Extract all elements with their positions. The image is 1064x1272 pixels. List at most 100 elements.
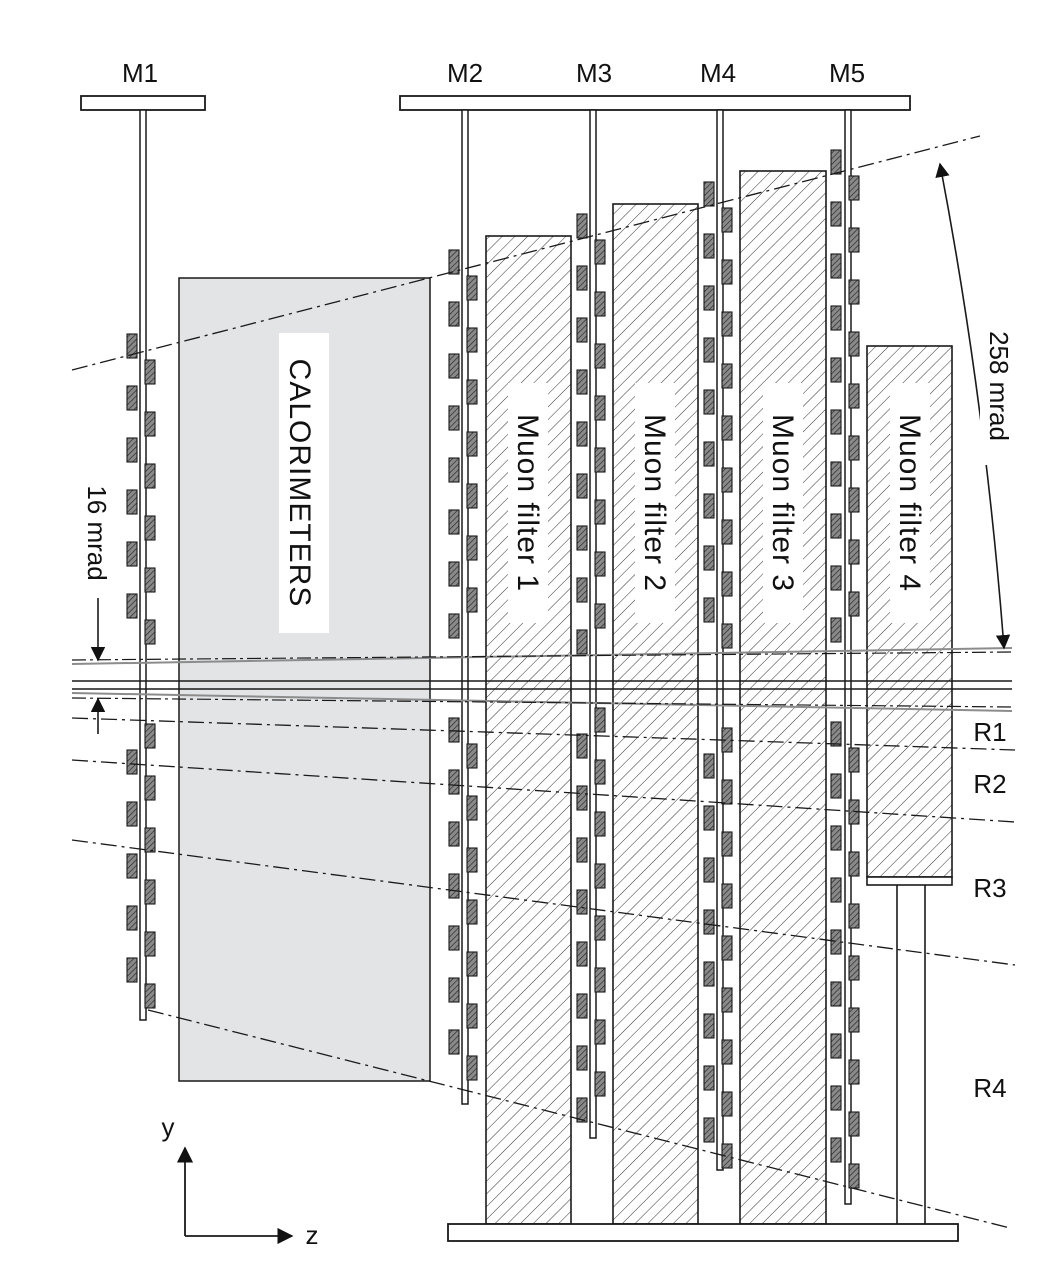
- m5-label: M5: [829, 58, 865, 88]
- m2-chamber: [448, 301, 460, 327]
- m4-chamber: [703, 233, 715, 259]
- m5-chamber: [848, 1007, 860, 1033]
- m3-chamber: [594, 343, 606, 369]
- m4-chamber: [721, 1091, 733, 1117]
- m1-support-bar: [80, 95, 206, 111]
- m5-chamber: [848, 1163, 860, 1189]
- region-r2-label: R2: [973, 769, 1006, 799]
- m5-chamber: [830, 253, 842, 279]
- r2-boundary: [71, 759, 1016, 823]
- chamber-columns: [126, 149, 860, 1189]
- m2-chamber: [448, 873, 460, 899]
- m4-chamber: [721, 311, 733, 337]
- m3-chamber: [594, 863, 606, 889]
- m5-chamber: [830, 409, 842, 435]
- m2-chamber: [466, 1003, 478, 1029]
- m2-chamber: [466, 431, 478, 457]
- m3-chamber: [576, 629, 588, 655]
- m2-chamber: [448, 613, 460, 639]
- m5-chamber: [848, 383, 860, 409]
- m1-chamber: [126, 541, 138, 567]
- m3-chamber: [594, 239, 606, 265]
- muon-filter-2: [612, 203, 699, 1225]
- m4-chamber: [703, 1065, 715, 1091]
- m1-chamber: [126, 385, 138, 411]
- m5-chamber: [848, 955, 860, 981]
- r1-boundary: [71, 717, 1016, 751]
- m5-chamber: [830, 877, 842, 903]
- m3-chamber: [576, 785, 588, 811]
- m4-chamber: [721, 467, 733, 493]
- m4-chamber: [703, 961, 715, 987]
- m2-chamber: [466, 483, 478, 509]
- m5-chamber: [830, 773, 842, 799]
- m4-chamber: [721, 935, 733, 961]
- m3-chamber: [576, 1045, 588, 1071]
- m4-chamber: [721, 1039, 733, 1065]
- m3-chamber: [576, 993, 588, 1019]
- m1-chamber: [144, 411, 156, 437]
- m3-chamber: [576, 317, 588, 343]
- m4-chamber: [703, 597, 715, 623]
- m3-chamber: [594, 291, 606, 317]
- filter-1-label-box: [508, 383, 548, 623]
- m2-chamber: [448, 977, 460, 1003]
- m3-chamber: [594, 499, 606, 525]
- m5-chamber: [830, 1033, 842, 1059]
- m4-label: M4: [700, 58, 736, 88]
- m4-chamber: [703, 493, 715, 519]
- m1-chamber: [144, 775, 156, 801]
- m3-chamber: [576, 473, 588, 499]
- m4-chamber: [703, 545, 715, 571]
- m5-chamber: [848, 747, 860, 773]
- m4-chamber: [703, 441, 715, 467]
- m1-chamber: [144, 619, 156, 645]
- m2-chamber: [466, 535, 478, 561]
- m3-label: M3: [576, 58, 612, 88]
- m2-chamber: [466, 795, 478, 821]
- m3-chamber: [576, 889, 588, 915]
- m4-chamber: [721, 987, 733, 1013]
- m1-rod: [139, 109, 147, 1021]
- m3-chamber: [594, 915, 606, 941]
- filter-4-label-box: [890, 383, 930, 623]
- region-r4-label: R4: [973, 1073, 1006, 1103]
- m1-chamber: [126, 437, 138, 463]
- r4-boundary: [147, 1009, 1011, 1229]
- m2-chamber: [448, 821, 460, 847]
- m4-chamber: [721, 259, 733, 285]
- m1-chamber: [144, 983, 156, 1009]
- m3-chamber: [576, 1097, 588, 1123]
- z-axis-label: z: [306, 1220, 319, 1250]
- muon-filter-3: [739, 170, 827, 1225]
- m5-chamber: [830, 929, 842, 955]
- m2-chamber: [466, 587, 478, 613]
- station-rods: [139, 109, 852, 1205]
- m3-chamber: [594, 551, 606, 577]
- y-axis-label: y: [162, 1112, 175, 1142]
- outer-angle-label-box: [980, 305, 1028, 465]
- m1-chamber: [144, 931, 156, 957]
- m5-chamber: [848, 435, 860, 461]
- m2-chamber: [448, 405, 460, 431]
- m2-chamber: [448, 509, 460, 535]
- m3-chamber: [576, 837, 588, 863]
- m4-chamber: [721, 207, 733, 233]
- m3-chamber: [576, 941, 588, 967]
- m2-chamber: [448, 457, 460, 483]
- m5-chamber: [830, 617, 842, 643]
- bottom-support-bar: [447, 1223, 959, 1242]
- region-r1-label: R1: [973, 717, 1006, 747]
- filter-2-label: Muon filter 2: [638, 414, 671, 592]
- m4-chamber: [721, 571, 733, 597]
- m2-chamber: [466, 327, 478, 353]
- m1-chamber: [144, 879, 156, 905]
- m4-chamber: [703, 181, 715, 207]
- m5-chamber: [848, 1111, 860, 1137]
- m5-chamber: [848, 903, 860, 929]
- filter-4-label: Muon filter 4: [893, 414, 926, 592]
- m1-chamber: [144, 515, 156, 541]
- m2-chamber: [448, 925, 460, 951]
- m5-chamber: [848, 539, 860, 565]
- m4-chamber: [703, 909, 715, 935]
